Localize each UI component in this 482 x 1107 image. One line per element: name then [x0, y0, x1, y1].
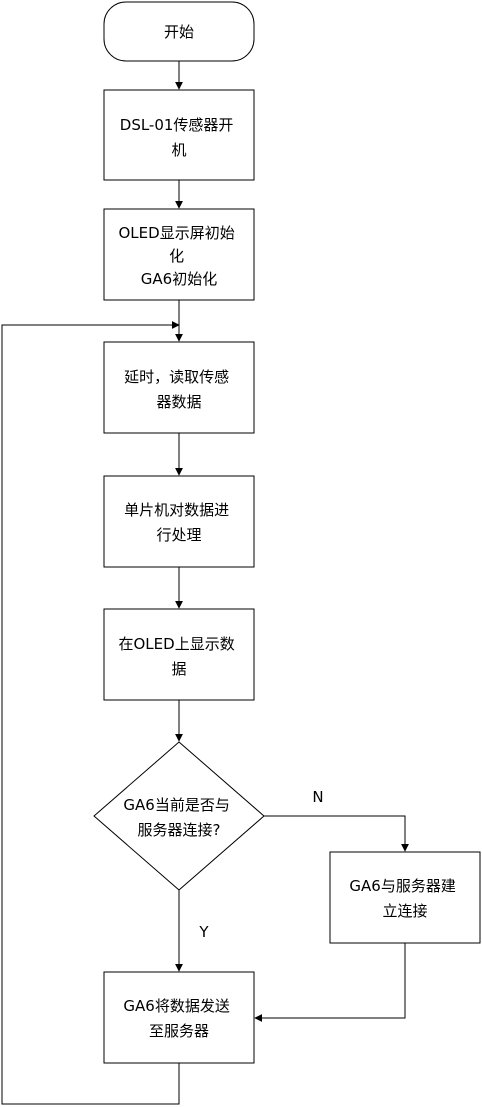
edge-label-yes: Y — [198, 923, 209, 941]
connect-line-1: GA6与服务器建 — [349, 877, 455, 895]
process-line-1: 单片机对数据进 — [124, 501, 229, 519]
edge-label-no: N — [312, 788, 323, 806]
display-label: 在OLED上显示数 据 — [119, 635, 240, 678]
sensor-power-label: DSL-01传感器开 机 — [120, 116, 238, 159]
init-line-1: OLED显示屏初始 — [119, 224, 235, 242]
edge-loop-back — [1, 321, 180, 1105]
send-line-1: GA6将数据发送 — [123, 997, 229, 1015]
read-label: 延时，读取传感 器数据 — [124, 368, 234, 411]
start-node: 开始 — [103, 1, 255, 62]
process-label: 单片机对数据进 行处理 — [124, 501, 234, 544]
init-line-3: GA6初始化 — [141, 270, 217, 288]
read-line-1: 延时，读取传感 — [124, 368, 229, 386]
decision-line-1: GA6当前是否与 — [123, 796, 229, 814]
sensor-power-line-2: 机 — [171, 141, 186, 159]
edge-decision-no — [264, 815, 409, 852]
read-line-2: 器数据 — [156, 393, 201, 411]
send-line-2: 至服务器 — [149, 1022, 209, 1040]
send-label: GA6将数据发送 至服务器 — [123, 997, 234, 1040]
init-node: OLED显示屏初始 化 GA6初始化 — [103, 208, 255, 301]
decision-label: GA6当前是否与 服务器连接? — [123, 796, 234, 839]
connect-label: GA6与服务器建 立连接 — [349, 877, 460, 920]
sensor-power-line-1: DSL-01传感器开 — [120, 116, 234, 134]
init-line-2: 化 — [169, 247, 184, 265]
init-label: OLED显示屏初始 化 GA6初始化 — [119, 224, 240, 288]
send-node: GA6将数据发送 至服务器 — [103, 971, 255, 1064]
edge-connect-to-send — [254, 943, 406, 1022]
decision-line-2: 服务器连接? — [138, 821, 221, 839]
display-line-2: 据 — [171, 660, 186, 678]
decision-node: GA6当前是否与 服务器连接? — [93, 741, 265, 891]
edges — [1, 61, 409, 1105]
start-label: 开始 — [164, 23, 194, 41]
display-line-1: 在OLED上显示数 — [119, 635, 235, 653]
connect-node: GA6与服务器建 立连接 — [329, 851, 481, 944]
process-line-2: 行处理 — [156, 526, 201, 544]
display-node: 在OLED上显示数 据 — [103, 608, 255, 701]
process-node: 单片机对数据进 行处理 — [103, 475, 255, 568]
sensor-power-node: DSL-01传感器开 机 — [103, 89, 255, 181]
connect-line-2: 立连接 — [382, 902, 427, 920]
read-node: 延时，读取传感 器数据 — [103, 341, 255, 434]
